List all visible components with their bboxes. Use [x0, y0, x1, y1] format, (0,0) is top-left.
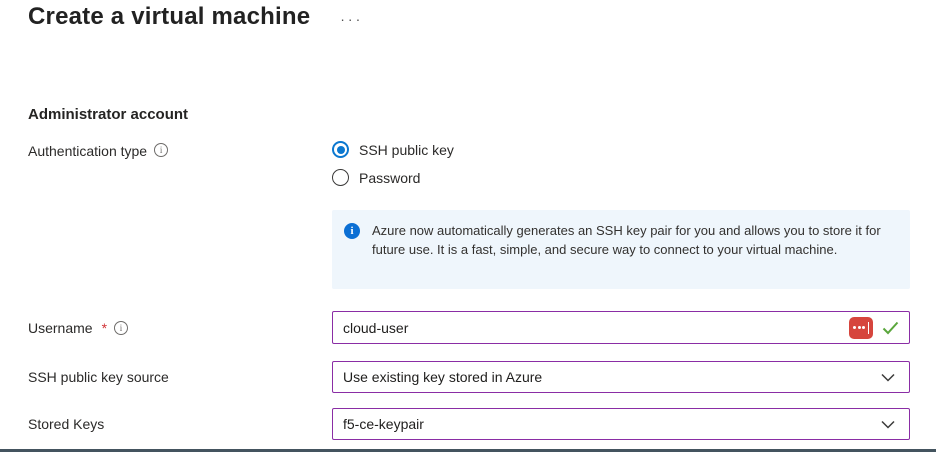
- radio-ssh-public-key[interactable]: SSH public key: [332, 141, 910, 158]
- stored-keys-value: f5-ce-keypair: [343, 416, 424, 432]
- authentication-type-label: Authentication type: [28, 143, 148, 159]
- ssh-key-info-banner: i Azure now automatically generates an S…: [332, 210, 910, 289]
- page-title: Create a virtual machine: [28, 3, 311, 30]
- authentication-type-options: SSH public key Password: [332, 141, 910, 186]
- info-icon: i: [344, 223, 360, 239]
- username-input[interactable]: cloud-user: [332, 311, 910, 344]
- radio-ssh-public-key-label: SSH public key: [359, 141, 454, 158]
- username-label-group: Username * i: [28, 320, 332, 336]
- radio-unselected-icon[interactable]: [332, 169, 349, 186]
- stored-keys-label-group: Stored Keys: [28, 416, 332, 432]
- more-options-icon[interactable]: ···: [340, 11, 364, 27]
- info-banner-text: Azure now automatically generates an SSH…: [372, 223, 881, 257]
- ssh-key-source-value: Use existing key stored in Azure: [343, 369, 543, 385]
- radio-selected-icon[interactable]: [332, 141, 349, 158]
- pane-bottom-divider: [0, 449, 936, 452]
- stored-keys-dropdown[interactable]: f5-ce-keypair: [332, 408, 910, 440]
- validation-check-icon: [882, 321, 899, 335]
- radio-password[interactable]: Password: [332, 169, 910, 186]
- authentication-type-label-group: Authentication type i: [28, 141, 332, 186]
- page-header: Create a virtual machine ···: [28, 3, 363, 31]
- section-heading-administrator-account: Administrator account: [28, 106, 189, 123]
- ssh-key-source-label: SSH public key source: [28, 369, 169, 385]
- chevron-down-icon: [881, 420, 895, 429]
- username-row: Username * i cloud-user: [28, 311, 910, 344]
- stored-keys-row: Stored Keys f5-ce-keypair: [28, 408, 910, 440]
- info-tooltip-icon[interactable]: i: [114, 320, 129, 335]
- required-indicator: *: [101, 319, 108, 336]
- info-tooltip-icon[interactable]: i: [154, 143, 169, 157]
- radio-password-label: Password: [359, 169, 421, 186]
- authentication-type-row: Authentication type i SSH public key Pas…: [28, 141, 910, 186]
- password-manager-icon[interactable]: [849, 316, 873, 339]
- ssh-key-source-dropdown[interactable]: Use existing key stored in Azure: [332, 361, 910, 393]
- stored-keys-label: Stored Keys: [28, 416, 105, 432]
- ssh-key-source-label-group: SSH public key source: [28, 369, 332, 385]
- chevron-down-icon: [881, 373, 895, 382]
- ssh-key-source-row: SSH public key source Use existing key s…: [28, 361, 910, 393]
- username-label: Username: [28, 319, 93, 336]
- username-value[interactable]: cloud-user: [343, 319, 409, 336]
